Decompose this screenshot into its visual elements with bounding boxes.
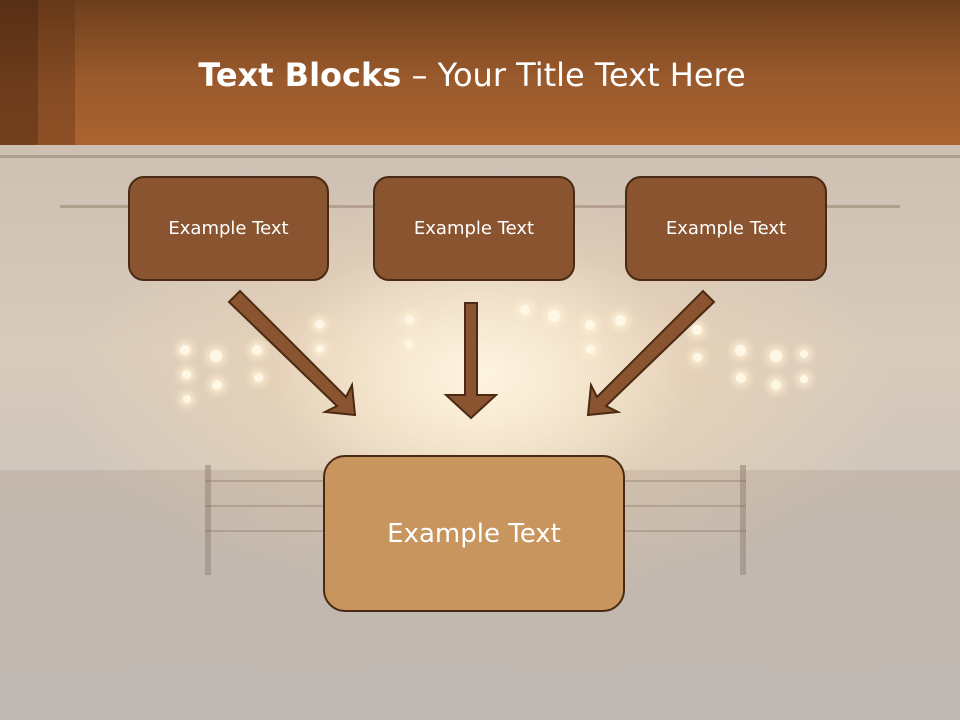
stage-light — [210, 350, 222, 362]
stage-truss — [0, 155, 960, 158]
summary-block-label: Example Text — [387, 518, 561, 549]
stage-light — [586, 345, 595, 354]
stage-light — [735, 345, 746, 356]
stage-light — [800, 375, 808, 383]
stage-light — [316, 345, 324, 353]
stage-light — [405, 340, 413, 348]
title-rest: Your Title Text Here — [437, 56, 746, 94]
text-block-1-label: Example Text — [168, 218, 289, 239]
stage-light — [252, 345, 262, 355]
stage-light — [736, 373, 746, 383]
text-block-2[interactable]: Example Text — [373, 176, 575, 281]
header-accent — [38, 0, 75, 145]
text-block-3[interactable]: Example Text — [625, 176, 827, 281]
stage-light — [182, 370, 191, 379]
stage-light — [183, 395, 191, 403]
text-block-3-label: Example Text — [665, 218, 787, 239]
stage-light — [520, 305, 530, 315]
title-bold: Text Blocks — [198, 56, 402, 94]
arrow-left-icon — [227, 289, 357, 417]
stage-light — [585, 320, 595, 330]
stage-light — [212, 380, 222, 390]
arrow-center-icon — [443, 302, 499, 420]
slide-title: Text Blocks – Your Title Text Here — [0, 55, 944, 95]
ring-post — [740, 465, 746, 575]
stage-light — [615, 315, 626, 326]
stage-light — [180, 345, 190, 355]
text-block-2-label: Example Text — [413, 218, 535, 239]
title-dash: – — [401, 56, 438, 94]
stage-light — [315, 320, 324, 329]
arrow-right-icon — [586, 289, 716, 417]
stage-light — [405, 315, 414, 324]
summary-block[interactable]: Example Text — [323, 455, 625, 612]
stage-light — [548, 310, 560, 322]
stage-light — [770, 350, 782, 362]
stage-light — [771, 380, 781, 390]
stage-light — [692, 325, 702, 335]
ring-post — [205, 465, 211, 575]
stage-light — [693, 353, 702, 362]
stage-light — [254, 373, 263, 382]
title-bar: Text Blocks – Your Title Text Here — [0, 0, 960, 145]
header-accent — [0, 0, 38, 145]
stage-light — [800, 350, 808, 358]
text-block-1[interactable]: Example Text — [128, 176, 329, 281]
